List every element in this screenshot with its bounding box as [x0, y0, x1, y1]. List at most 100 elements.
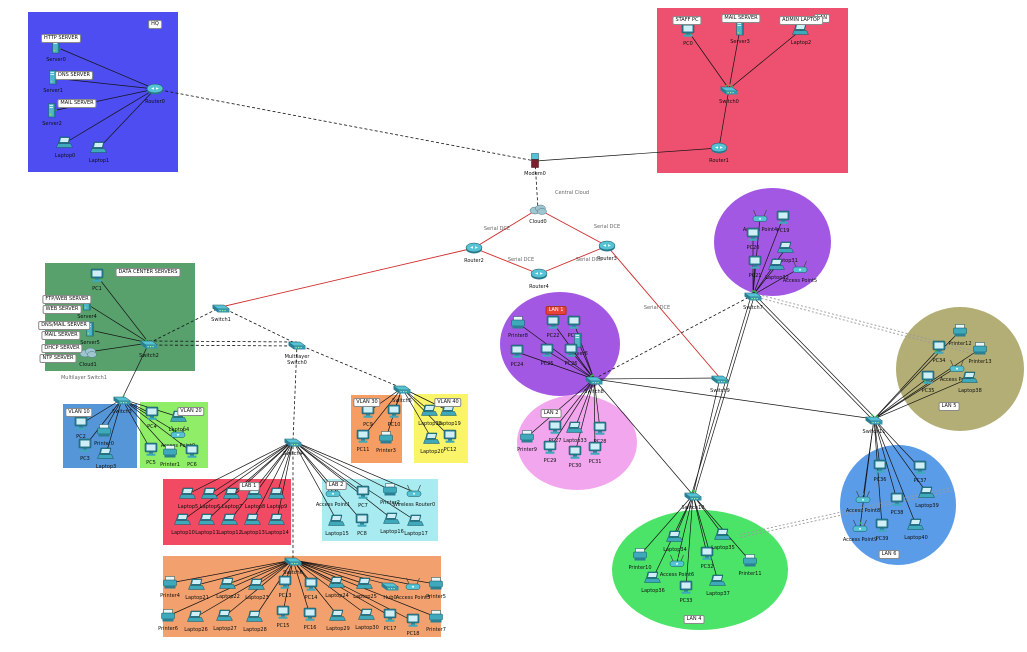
link-note: Multilayer Switch1: [60, 375, 108, 381]
device-label: Router0: [145, 99, 165, 105]
link-c: [692, 377, 721, 496]
device-sw5[interactable]: Switch5: [380, 380, 424, 405]
device-label: Switch4: [283, 451, 303, 457]
device-label: Router1: [709, 158, 729, 164]
device-r1[interactable]: Router1: [697, 140, 741, 165]
device-r0[interactable]: Router0: [133, 81, 177, 106]
zone-label-chip: DNS/MAIL SERVER: [38, 321, 90, 330]
device-pc26[interactable]: PC26: [549, 343, 593, 368]
link-c: [694, 295, 755, 496]
device-label: Server3: [730, 39, 750, 45]
device-pc37[interactable]: PC37: [898, 460, 942, 485]
zone-label-chip: FTP/WEB SERVER: [42, 295, 92, 304]
link-note: Serial DCE: [575, 257, 603, 263]
device-label: Laptop2: [790, 40, 812, 46]
zone-label-chip: DNS SERVER: [55, 71, 93, 80]
device-lb40[interactable]: Laptop40: [894, 517, 938, 542]
device-pc31[interactable]: PC31: [573, 441, 617, 466]
device-label: Laptop20: [420, 449, 444, 455]
device-label: PC8: [357, 531, 367, 537]
device-label: Printer11: [738, 571, 762, 577]
device-label: Switch8: [584, 389, 604, 395]
device-label: PC33: [679, 598, 693, 604]
device-label: Laptop10: [171, 530, 195, 536]
device-lb35[interactable]: Laptop35: [701, 527, 745, 552]
device-pr5[interactable]: Printer5: [414, 576, 458, 601]
device-lb9[interactable]: Laptop9: [255, 486, 299, 511]
device-label: Server0: [46, 57, 66, 63]
device-label: Laptop3: [95, 464, 117, 470]
device-label: Modem0: [524, 171, 546, 177]
device-sw2[interactable]: Switch2: [127, 335, 171, 360]
device-r2[interactable]: Router2: [452, 240, 496, 265]
device-label: Laptop29: [326, 626, 350, 632]
device-lb1[interactable]: Laptop1: [77, 140, 121, 165]
device-sw7[interactable]: Switch7: [731, 287, 775, 312]
device-sw11[interactable]: Switch11: [852, 411, 896, 436]
device-lb39[interactable]: Laptop39: [905, 485, 949, 510]
device-label: Laptop37: [706, 591, 730, 597]
device-sw4[interactable]: Switch4: [271, 433, 315, 458]
device-pc12[interactable]: PC12: [428, 429, 472, 454]
device-label: Laptop12: [218, 530, 242, 536]
device-label: Laptop15: [325, 531, 349, 537]
device-label: PC32: [700, 564, 714, 570]
link-note: Serial DCE: [643, 305, 671, 311]
device-lb2[interactable]: Laptop2: [779, 22, 823, 47]
device-pc35[interactable]: PC35: [906, 370, 950, 395]
device-pc0[interactable]: PC0: [666, 23, 710, 48]
device-label: Printer3: [376, 448, 396, 454]
device-label: Printer10: [628, 565, 652, 571]
device-sw8[interactable]: Switch8: [572, 371, 616, 396]
device-label: Multilayer Switch0: [284, 354, 310, 366]
device-ap5[interactable]: Access Point5: [778, 260, 822, 285]
device-lb3[interactable]: Laptop3: [84, 446, 128, 471]
device-label: PC26: [564, 361, 578, 367]
device-pr7[interactable]: Printer7: [414, 609, 458, 634]
device-label: PC0: [683, 41, 693, 47]
device-label: Laptop38: [958, 388, 982, 394]
zone-label-chip: MAIL SERVER: [721, 14, 761, 23]
device-label: PC29: [543, 458, 557, 464]
device-label: Laptop14: [265, 530, 289, 536]
device-pc36[interactable]: PC36: [858, 459, 902, 484]
device-md0[interactable]: Modem0: [513, 153, 557, 178]
device-cl0[interactable]: Cloud0: [516, 201, 560, 226]
device-lb17[interactable]: Laptop17: [394, 513, 438, 538]
zone-label-chip: ADMIN LAPTOP: [779, 16, 823, 25]
device-label: PC30: [568, 463, 582, 469]
device-sw10[interactable]: Switch10: [671, 487, 715, 512]
device-sw1[interactable]: Switch1: [199, 299, 243, 324]
device-label: Laptop19: [437, 421, 461, 427]
device-pr3[interactable]: Printer3: [364, 430, 408, 455]
device-label: PC18: [406, 631, 420, 637]
zone-label-chip: LAN 1: [545, 306, 567, 315]
device-sw6[interactable]: Switch6: [271, 552, 315, 577]
device-label: Switch10: [681, 505, 705, 511]
device-ap2[interactable]: Wireless Router0: [392, 484, 436, 509]
device-label: PC5: [146, 460, 156, 466]
device-label: Switch9: [710, 388, 730, 394]
device-pc6[interactable]: PC6: [170, 444, 214, 469]
device-sv3[interactable]: Server3: [718, 21, 762, 46]
device-pc1[interactable]: PC1: [75, 268, 119, 293]
zone-label-chip: VLAN 30: [353, 398, 381, 407]
device-lb37[interactable]: Laptop37: [696, 573, 740, 598]
device-msw0[interactable]: Multilayer Switch0: [275, 336, 319, 367]
device-lb14[interactable]: Laptop14: [255, 512, 299, 537]
device-label: Switch11: [862, 429, 886, 435]
zone-label-chip: NTP SERVER: [39, 354, 77, 363]
device-label: PC15: [276, 623, 290, 629]
zone-label-chip: LAN 5: [938, 402, 960, 411]
device-sw9[interactable]: Switch9: [698, 370, 742, 395]
link-c: [753, 293, 876, 419]
device-lb38[interactable]: Laptop38: [948, 370, 992, 395]
zone-label-chip: LAN 6: [878, 550, 900, 559]
link-s: [606, 245, 721, 379]
device-r4[interactable]: Router4: [517, 266, 561, 291]
device-sw0[interactable]: Switch0: [707, 81, 751, 106]
device-label: Laptop36: [641, 588, 665, 594]
zone-label-chip: MAIL SERVER: [57, 99, 97, 108]
link-c: [751, 295, 874, 421]
